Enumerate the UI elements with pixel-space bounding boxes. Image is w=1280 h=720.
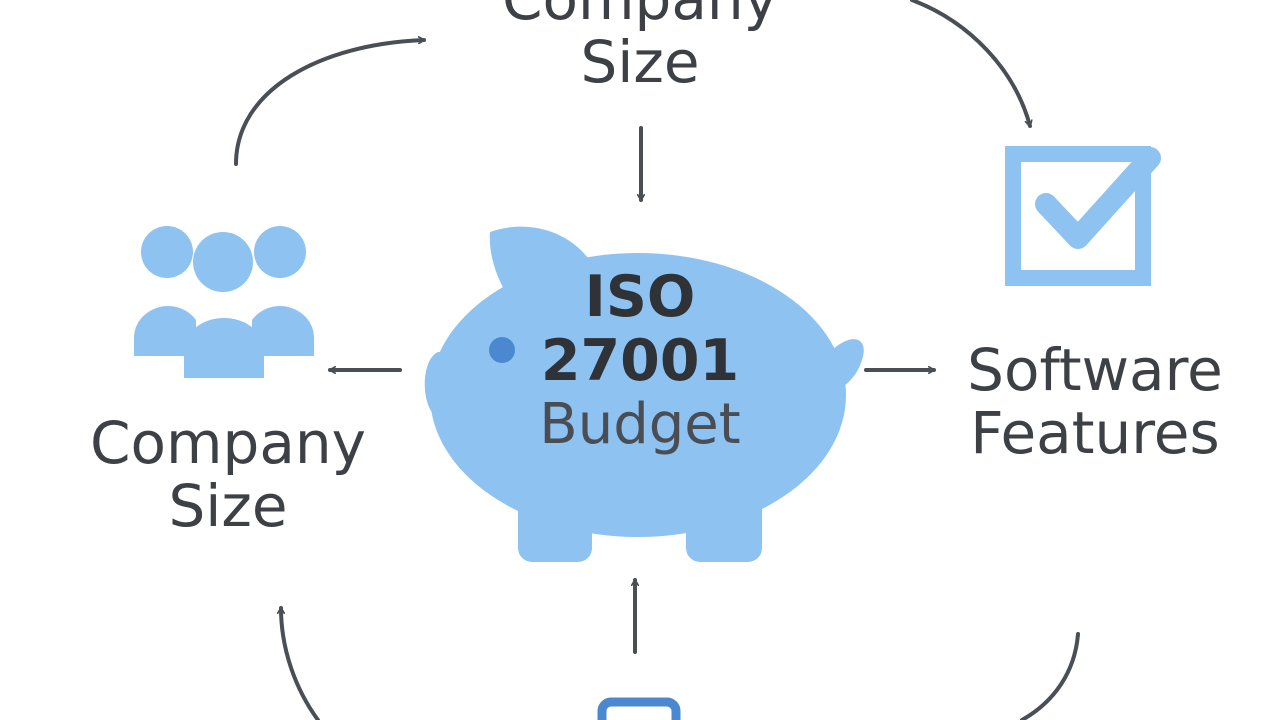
piggy-bank-icon [424, 226, 864, 562]
center-label-line1: ISO [584, 264, 696, 330]
cycle-arrow-bottom-left [281, 606, 320, 720]
node-label-right: Software Features [925, 339, 1265, 464]
cycle-arrow-top-right [910, 0, 1030, 128]
node-label-left-line2: Size [168, 471, 288, 540]
node-label-left: Company Size [58, 412, 398, 537]
center-label-line3: Budget [539, 391, 741, 457]
device-icon [597, 697, 681, 720]
center-label-line2: 27001 [540, 327, 740, 394]
node-label-top-line1: Company [470, 0, 810, 31]
node-label-top-line2: Size [580, 27, 700, 96]
cycle-arrow-bottom-right [1020, 632, 1080, 720]
node-label-top: Company Size [470, 0, 810, 93]
node-label-right-line2: Features [970, 398, 1220, 467]
node-label-left-line1: Company [90, 409, 366, 477]
cycle-arrow-top-left [234, 40, 426, 166]
checkbox-check-icon [1005, 146, 1161, 286]
people-group-icon [134, 226, 314, 378]
center-node-label: ISO 27001 Budget [470, 264, 810, 457]
node-label-right-line1: Software [967, 336, 1223, 404]
